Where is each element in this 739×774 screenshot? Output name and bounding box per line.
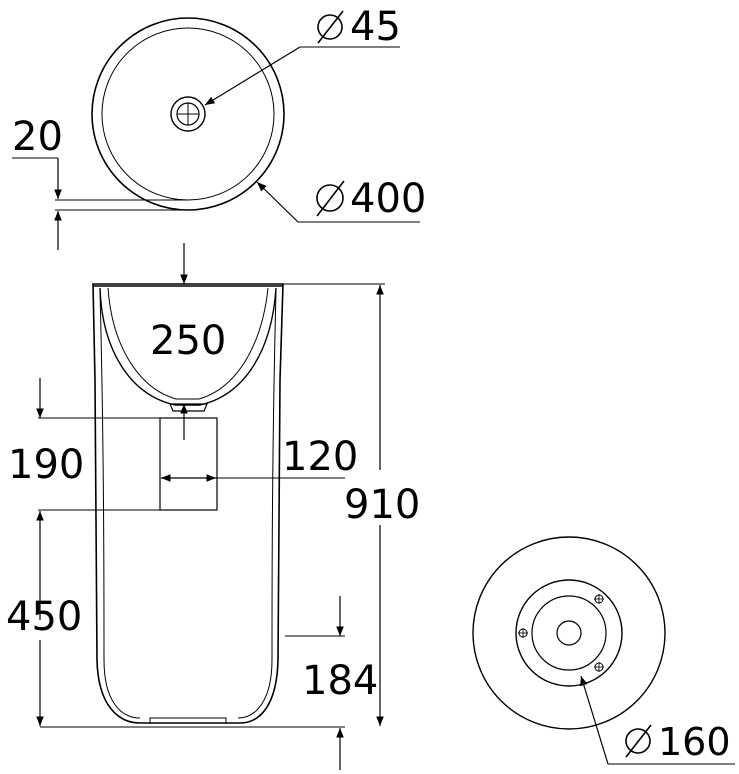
bowl-leader-line bbox=[256, 181, 299, 223]
lower-height-dimension: 450 bbox=[6, 594, 82, 640]
base-height-dimension: 184 bbox=[302, 658, 378, 704]
base-outer-circle bbox=[472, 536, 666, 730]
drain-flange bbox=[169, 403, 208, 412]
base-foot bbox=[149, 717, 227, 723]
drain-dimension: 45 bbox=[350, 4, 401, 50]
base-diameter-label: 160 bbox=[625, 720, 731, 764]
bowl-diameter-label: 400 bbox=[316, 176, 426, 222]
bowl-dimension: 400 bbox=[350, 176, 426, 222]
diameter-symbol-slash bbox=[625, 724, 652, 758]
base-center-hole bbox=[556, 620, 582, 646]
rim-dimension: 20 bbox=[12, 114, 63, 160]
pedestal-inner-outline-right bbox=[237, 289, 277, 719]
pedestal-inner-outline bbox=[99, 289, 141, 719]
mounting-hole-icon bbox=[594, 662, 604, 672]
front-view: 250 190 450 120 910 184 bbox=[6, 243, 420, 770]
drain-body bbox=[159, 417, 218, 511]
diameter-symbol-icon bbox=[625, 728, 651, 754]
mounting-hole-icon bbox=[594, 594, 604, 604]
bowl-inner-outline bbox=[107, 287, 269, 400]
drain-width-dimension: 120 bbox=[282, 434, 358, 480]
bowl-depth-dimension: 250 bbox=[150, 318, 226, 364]
pedestal-outer-outline bbox=[92, 283, 284, 724]
base-dimension: 160 bbox=[658, 720, 731, 764]
top-view: 45 400 20 bbox=[12, 4, 426, 250]
mounting-hole-icon bbox=[518, 628, 528, 638]
diameter-symbol-icon bbox=[317, 14, 343, 40]
drain-diameter-label: 45 bbox=[317, 4, 401, 50]
drain-outer-circle bbox=[170, 96, 206, 132]
bottom-view: 160 bbox=[472, 536, 735, 765]
drain-height-dimension: 190 bbox=[8, 442, 84, 488]
diameter-symbol-icon bbox=[316, 184, 344, 212]
diameter-symbol-slash bbox=[316, 180, 345, 217]
base-ring-inner bbox=[531, 595, 607, 671]
base-leader-line bbox=[580, 675, 609, 765]
total-height-dimension: 910 bbox=[344, 482, 420, 528]
base-ring-outer bbox=[515, 579, 623, 687]
diameter-symbol-slash bbox=[317, 10, 344, 44]
drain-leader-line bbox=[204, 46, 301, 106]
